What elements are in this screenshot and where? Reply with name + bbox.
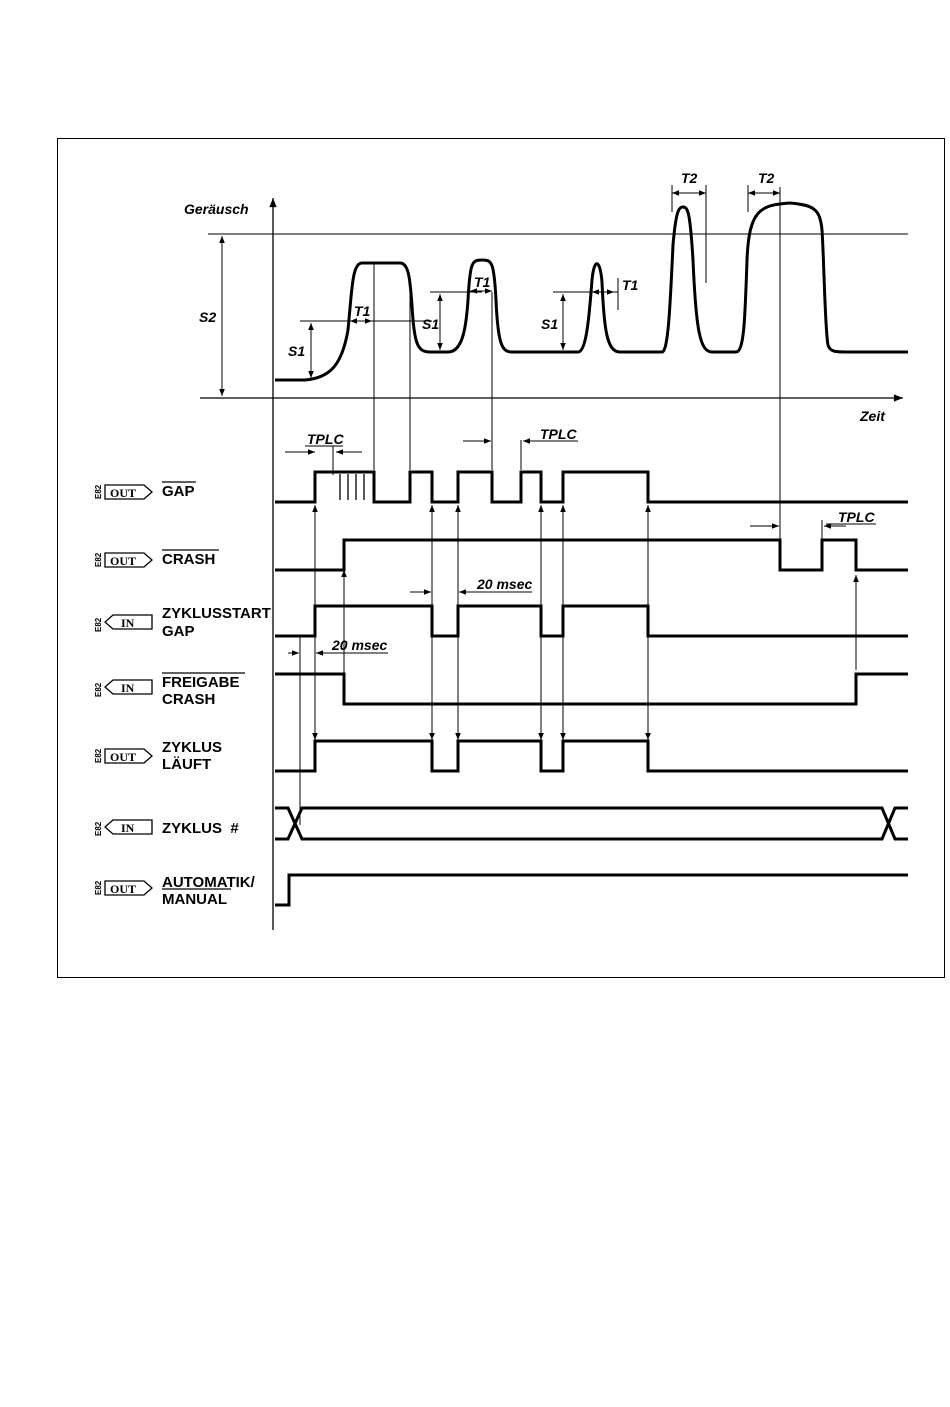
signal-code: E82 [94,552,103,567]
signal-code: E82 [94,617,103,632]
t1-label-1: T1 [354,303,371,319]
signal-code: E82 [94,682,103,697]
signal-code: E82 [94,484,103,499]
signal-direction: OUT [110,882,136,896]
gap-hatch [340,474,364,500]
signal-direction: IN [121,681,135,695]
tplc-label-3: TPLC [838,509,875,525]
signal-direction: OUT [110,554,136,568]
signal-zyklus-nr: E82 IN ZYKLUS # [94,820,239,837]
s1-label-1: S1 [288,343,305,359]
tplc-label-2: TPLC [540,426,577,442]
signal-direction: OUT [110,750,136,764]
t1-label-2: T1 [474,274,491,290]
signal-automatik-manual: E82 OUT AUTOMATIK/ MANUAL [94,874,256,908]
waveforms [275,472,908,905]
signal-name-line2: CRASH [162,691,215,708]
s1-label-2: S1 [422,316,439,332]
signal-name-line1: CRASH [162,551,215,568]
signal-crash: E82 OUT CRASH [94,550,219,568]
signal-labels: E82 OUT GAP E82 OUT CRASH E82 IN ZYKLUSS… [94,482,271,908]
waveform-zyklusstart-gap [275,606,908,636]
t1-label-3: T1 [622,277,639,293]
signal-code: E82 [94,821,103,836]
signal-direction: IN [121,616,135,630]
delay-label-2: 20 msec [331,637,387,653]
y-axis-label: Geräusch [184,201,249,217]
signal-code: E82 [94,880,103,895]
signal-name-line2: GAP [162,623,195,640]
signal-code: E82 [94,748,103,763]
t2-label-2: T2 [758,170,775,186]
waveform-zyklus-laeuft [275,741,908,771]
waveform-freigabe-crash [275,674,908,704]
signal-direction: OUT [110,486,136,500]
reference-lines [300,187,856,825]
signal-gap: E82 OUT GAP [94,482,196,500]
signal-zyklusstart-gap: E82 IN ZYKLUSSTART GAP [94,605,271,640]
x-axis-label: Zeit [859,408,886,424]
signal-name-line2: MANUAL [162,891,227,908]
signal-name-line1: ZYKLUS # [162,820,239,837]
signal-name-line1: ZYKLUS [162,739,222,756]
waveform-automatik-manual [275,875,908,905]
waveform-zyklus-nr [275,808,908,839]
s2-label: S2 [199,309,216,325]
signal-zyklus-laeuft: E82 OUT ZYKLUS LÄUFT [94,739,222,773]
signal-name-line1: GAP [162,483,195,500]
tplc-label-1: TPLC [307,431,344,447]
delay-label-1: 20 msec [476,576,532,592]
waveform-crash [275,540,908,570]
signal-freigabe-crash: E82 IN FREIGABE CRASH [94,673,245,708]
signal-name-line1: FREIGABE [162,674,240,691]
signal-name-line2: LÄUFT [162,756,211,773]
signal-direction: IN [121,821,135,835]
waveform-gap [275,472,908,502]
signal-name-line1: ZYKLUSSTART [162,605,271,622]
s1-label-3: S1 [541,316,558,332]
t2-label-1: T2 [681,170,698,186]
